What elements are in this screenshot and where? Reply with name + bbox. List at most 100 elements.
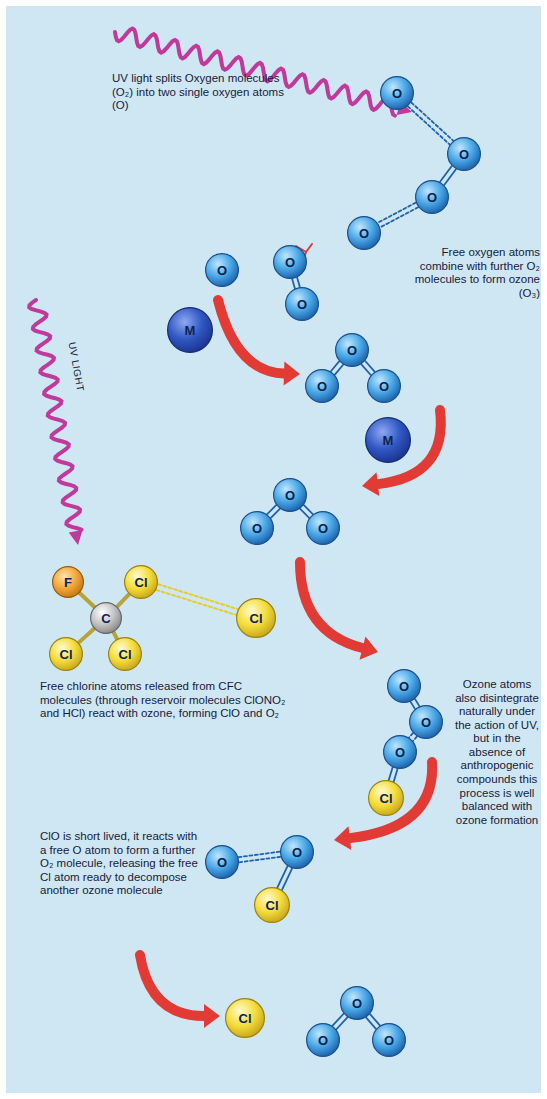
atom-symbol: Cl [60, 648, 73, 661]
atom-symbol: O [347, 344, 357, 357]
atom-circle: Cl [368, 780, 404, 816]
bond-line [331, 361, 343, 374]
caption-note: ClO is short lived, it reacts with a fre… [40, 830, 202, 898]
atom-circle: O [380, 76, 414, 110]
atom-symbol: O [217, 264, 227, 277]
atom-circle: O [273, 245, 307, 279]
atom-symbol: Cl [239, 1012, 252, 1025]
atom-symbol: O [297, 298, 307, 311]
bond-line [292, 278, 300, 289]
atom-circle: Cl [108, 637, 142, 671]
reaction-arrow [140, 955, 204, 1016]
atom-circle: O [447, 137, 481, 171]
bond-line [156, 584, 237, 615]
atom-symbol: Cl [135, 576, 148, 589]
atom-circle: O [280, 835, 314, 869]
atom-circle: O [415, 180, 449, 214]
atom-circle: O [205, 845, 239, 879]
caption-note: UV light splits Oxygen molecules (O₂) in… [112, 72, 290, 113]
atom-symbol: O [379, 380, 389, 393]
atom-symbol: O [395, 746, 405, 759]
atom-symbol: O [359, 227, 369, 240]
caption-note: Free oxygen atoms combine with further O… [404, 246, 540, 300]
reaction-arrow [350, 762, 432, 838]
bond-line [80, 593, 95, 607]
atom-symbol: O [217, 856, 227, 869]
bond-line [333, 1014, 348, 1029]
atom-symbol: Cl [119, 648, 132, 661]
bond-line [300, 505, 313, 518]
atom-circle: O [305, 369, 339, 403]
bond-line [79, 629, 94, 643]
atom-circle: O [306, 511, 340, 545]
bond-line [239, 852, 281, 863]
atom-circle: M [167, 307, 213, 353]
atom-symbol: Cl [266, 899, 279, 912]
atom-circle: O [240, 511, 274, 545]
atom-circle: C [90, 602, 122, 634]
atom-circle: O [347, 216, 381, 250]
bond-line [361, 361, 374, 375]
bond-line [113, 632, 117, 639]
atom-symbol: O [285, 489, 295, 502]
atom-symbol: M [185, 324, 196, 337]
reaction-arrow [300, 562, 363, 648]
atom-circle: O [409, 705, 443, 739]
atom-symbol: M [383, 434, 394, 447]
atom-circle: O [367, 369, 401, 403]
bond-line [117, 594, 129, 606]
bond-line [267, 505, 280, 518]
atom-circle: M [365, 417, 411, 463]
atom-circle: O [372, 1023, 406, 1057]
bond-line [440, 166, 456, 185]
atom-symbol: O [459, 148, 469, 161]
atom-circle: O [285, 287, 319, 321]
uv-wave [29, 300, 81, 530]
atom-symbol: O [384, 1034, 394, 1047]
atom-circle: Cl [236, 598, 276, 638]
atom-circle: Cl [49, 637, 83, 671]
atom-circle: Cl [225, 998, 265, 1038]
bond-line [277, 866, 292, 890]
atom-circle: F [52, 566, 84, 598]
reaction-arrowhead [362, 472, 379, 496]
reaction-arrowhead [204, 1004, 220, 1028]
atom-symbol: O [392, 87, 402, 100]
bond-line [366, 1014, 380, 1029]
atom-symbol: O [318, 522, 328, 535]
atom-symbol: O [318, 1034, 328, 1047]
background-panel [6, 6, 541, 1093]
atom-symbol: O [252, 522, 262, 535]
atom-symbol: C [101, 612, 110, 625]
atom-symbol: F [64, 576, 72, 589]
atom-symbol: O [292, 846, 302, 859]
uv-arrowhead [69, 530, 83, 545]
atom-circle: O [205, 253, 239, 287]
bond-line [378, 203, 418, 228]
decoration-layer [29, 29, 441, 1029]
atom-symbol: O [352, 997, 362, 1010]
atom-circle: O [387, 669, 421, 703]
atom-symbol: O [427, 191, 437, 204]
atom-circle: O [335, 333, 369, 367]
reaction-arrowhead [284, 362, 300, 386]
atom-symbol: Cl [380, 792, 393, 805]
reaction-arrow [218, 300, 284, 374]
atom-symbol: O [285, 256, 295, 269]
atom-symbol: O [399, 680, 409, 693]
reaction-arrowhead [360, 636, 378, 659]
reaction-arrowhead [334, 826, 351, 850]
atom-circle: Cl [124, 565, 158, 599]
caption-note: Ozone atoms also disintegrate naturally … [451, 678, 543, 827]
atom-symbol: O [317, 380, 327, 393]
atom-circle: O [306, 1023, 340, 1057]
atom-circle: O [340, 986, 374, 1020]
atom-circle: O [383, 735, 417, 769]
bond-line [389, 768, 398, 782]
atom-symbol: Cl [250, 612, 263, 625]
atom-circle: O [273, 478, 307, 512]
atom-circle: Cl [254, 887, 290, 923]
bond-line [408, 103, 453, 145]
atom-symbol: O [421, 716, 431, 729]
